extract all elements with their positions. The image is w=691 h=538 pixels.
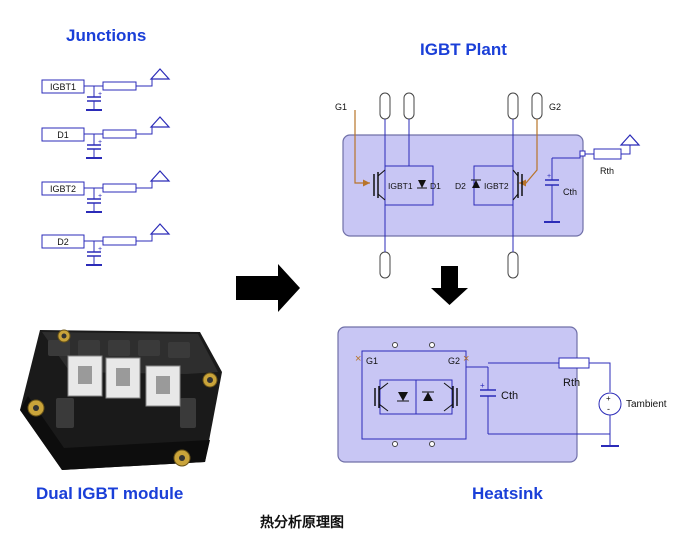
plant-d1-label: D1 — [430, 181, 441, 191]
junction-row: D2 + — [41, 223, 170, 266]
heatsink-cap-plus: + — [480, 381, 485, 390]
plant-gate-g1-label: G1 — [335, 102, 347, 112]
plant-d2-label: D2 — [455, 181, 466, 191]
junction-cap-plus: + — [98, 193, 102, 200]
igbt-plant-diagram: G1 G2 IGBT1 D1 D2 IGBT2 — [335, 92, 640, 279]
plant-igbt1-label: IGBT1 — [388, 181, 413, 191]
module-terminal — [105, 357, 141, 399]
module-terminal — [145, 365, 181, 407]
plant-cap-plus: + — [547, 173, 551, 180]
junction-row: IGBT2 + — [41, 170, 170, 213]
plant-gate-g2-label: G2 — [549, 102, 561, 112]
module-terminal — [67, 355, 103, 397]
heatsink-diagram: × × G1 G2 + Cth Rth + - — [337, 326, 667, 463]
down-arrow-icon — [431, 266, 468, 305]
figure-caption: 热分析原理图 — [260, 515, 344, 531]
junction-cap-plus: + — [98, 139, 102, 146]
junction-label-d1: D1 — [57, 130, 69, 140]
heatsink-gate-g1-label: G1 — [366, 356, 378, 366]
source-minus: - — [607, 404, 610, 414]
source-plus: + — [606, 394, 611, 403]
svg-text:×: × — [463, 353, 469, 365]
junction-row: D1 + — [41, 116, 170, 159]
junctions-title: Junctions — [66, 26, 147, 45]
igbt-plant-title: IGBT Plant — [420, 40, 507, 59]
junction-row: IGBT1 + — [41, 68, 170, 111]
igbt-module-image — [20, 329, 222, 470]
heatsink-title: Heatsink — [472, 484, 543, 503]
junction-label-igbt1: IGBT1 — [50, 82, 76, 92]
junctions-group: IGBT1 + D1 + — [41, 68, 170, 266]
junction-cap-plus: + — [98, 246, 102, 253]
svg-text:×: × — [355, 353, 361, 365]
heatsink-rth-label: Rth — [563, 377, 580, 389]
plant-cth-label: Cth — [563, 187, 577, 197]
heatsink-gate-g2-label: G2 — [448, 356, 460, 366]
dual-igbt-module-title: Dual IGBT module — [36, 484, 184, 503]
right-arrow-icon — [236, 264, 300, 312]
junction-label-igbt2: IGBT2 — [50, 184, 76, 194]
plant-igbt2-label: IGBT2 — [484, 181, 509, 191]
tambient-label: Tambient — [626, 399, 667, 410]
junction-label-d2: D2 — [57, 237, 69, 247]
plant-rth-label: Rth — [600, 166, 614, 176]
heatsink-cth-label: Cth — [501, 390, 518, 402]
junction-cap-plus: + — [98, 91, 102, 98]
